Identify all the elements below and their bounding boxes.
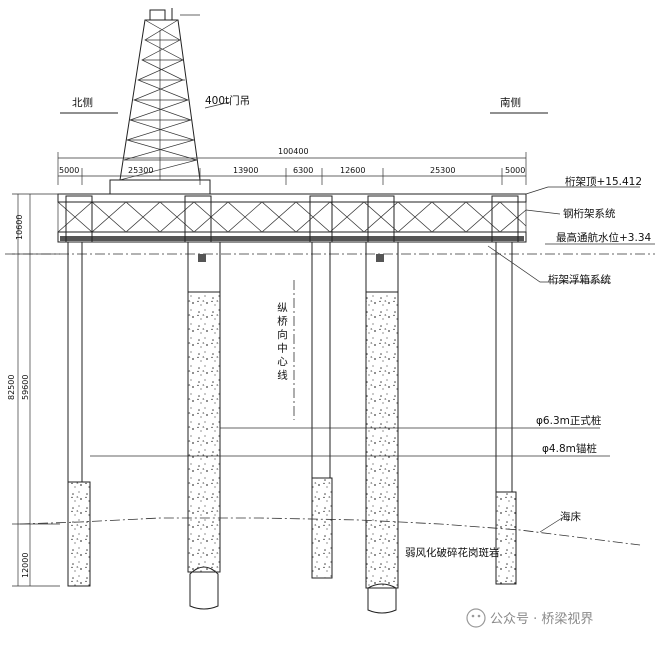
nav-level-label: 最高通航水位+3.34 (545, 231, 655, 245)
pile-anchor-2 (311, 241, 333, 579)
svg-text:13900: 13900 (233, 166, 258, 175)
anchor-pile-callout: φ4.8m锚桩 (90, 442, 610, 457)
steel-truss (57, 193, 527, 243)
svg-text:12600: 12600 (340, 166, 365, 175)
svg-text:5000: 5000 (59, 166, 79, 175)
gantry-crane: 400t门吊 (109, 8, 250, 195)
svg-text:10600: 10600 (15, 215, 24, 240)
pile-main-2 (365, 241, 399, 614)
svg-text:6300: 6300 (293, 166, 313, 175)
svg-text:公众号 · 桥梁视界: 公众号 · 桥梁视界 (490, 612, 593, 627)
south-marker: 南侧 (490, 96, 548, 114)
vertical-dimensions: 10600 82500 59600 12000 (7, 193, 60, 587)
svg-text:82500: 82500 (7, 375, 16, 400)
main-pile-callout: φ6.3m正式桩 (220, 414, 602, 429)
seabed-line (19, 517, 641, 546)
pile-anchor-3 (495, 241, 517, 585)
svg-text:钢桁架系统: 钢桁架系统 (563, 207, 616, 220)
steel-truss-label: 钢桁架系统 (525, 207, 616, 220)
svg-text:φ4.8m锚桩: φ4.8m锚桩 (542, 442, 597, 455)
crane-label: 400t门吊 (205, 94, 250, 107)
svg-text:北侧: 北侧 (72, 96, 93, 109)
svg-text:12000: 12000 (21, 553, 30, 578)
dimension-total: 100400 (57, 147, 527, 185)
svg-text:最高通航水位+3.34: 最高通航水位+3.34 (556, 231, 651, 244)
svg-text:25300: 25300 (128, 166, 153, 175)
svg-text:5000: 5000 (505, 166, 525, 175)
svg-text:25300: 25300 (430, 166, 455, 175)
seabed-label: 海床 (539, 510, 581, 533)
svg-text:φ6.3m正式桩: φ6.3m正式桩 (536, 414, 602, 427)
centerline-label: 纵桥向中心线 (276, 302, 288, 383)
svg-text:海床: 海床 (560, 510, 581, 523)
rock-label: 弱风化破碎花岗斑岩 (405, 546, 500, 559)
pontoon-leader (487, 245, 610, 283)
dimension-spans: 5000 25300 13900 6300 12600 25300 5000 (58, 166, 526, 185)
svg-text:59600: 59600 (21, 375, 30, 400)
watermark: 公众号 · 桥梁视界 (466, 608, 593, 628)
north-marker: 北侧 (60, 96, 118, 114)
wechat-icon (466, 608, 486, 628)
pontoon-label: 桁架浮箱系统 (548, 273, 611, 286)
svg-text:100400: 100400 (278, 147, 309, 156)
svg-text:南侧: 南侧 (500, 96, 521, 109)
pile-main-1 (187, 241, 221, 610)
svg-text:桁架顶+15.412: 桁架顶+15.412 (565, 175, 642, 188)
truss-top-label: 桁架顶+15.412 (525, 175, 642, 195)
pile-anchor-1 (67, 241, 91, 587)
